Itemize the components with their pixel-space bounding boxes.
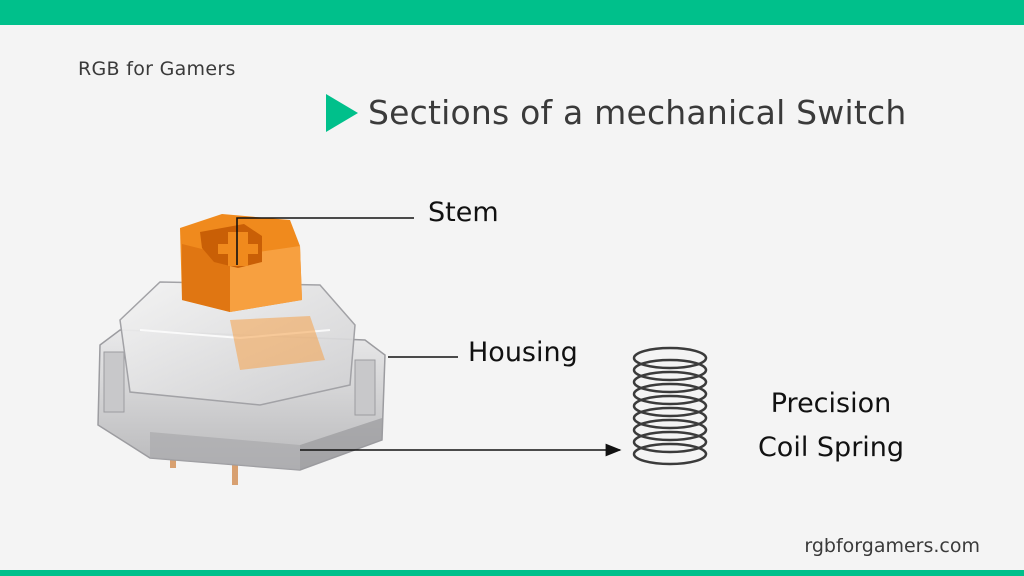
- page-title: Sections of a mechanical Switch: [368, 93, 907, 132]
- stem-label: Stem: [428, 197, 499, 228]
- bottom-accent-bar: [0, 570, 1024, 576]
- top-accent-bar: [0, 0, 1024, 25]
- stem-leader-line: [236, 217, 414, 265]
- brand-name: RGB for Gamers: [78, 58, 236, 80]
- spring-label: Precision Coil Spring: [736, 382, 926, 470]
- title-row: Sections of a mechanical Switch: [326, 93, 906, 132]
- spring-label-line2: Coil Spring: [757, 432, 905, 463]
- housing-label: Housing: [468, 337, 578, 368]
- spring-label-line1: Precision: [770, 388, 892, 419]
- footer-url: rgbforgamers.com: [804, 535, 980, 557]
- mechanical-switch-illustration: [97, 214, 386, 485]
- coil-spring-illustration: [632, 346, 708, 466]
- play-triangle-icon: [326, 93, 358, 132]
- stem-illustration: [180, 214, 302, 312]
